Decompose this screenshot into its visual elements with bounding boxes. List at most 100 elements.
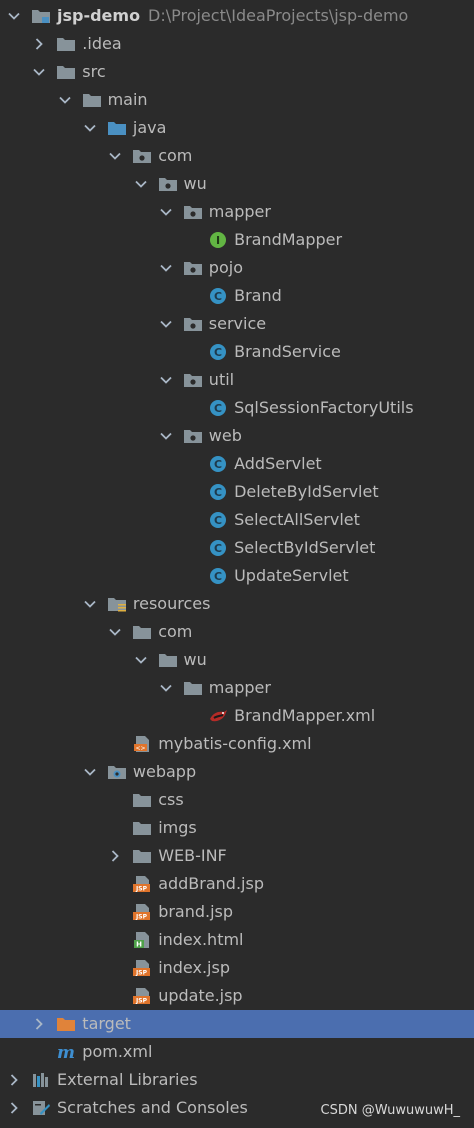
tree-row[interactable]: src [0, 58, 474, 86]
chevron-down-icon[interactable] [158, 674, 174, 702]
resources-folder-icon [107, 590, 127, 618]
chevron-down-icon[interactable] [158, 310, 174, 338]
svg-text:m: m [57, 1043, 75, 1061]
chevron-down-icon[interactable] [82, 114, 98, 142]
mybatis-bird-icon [208, 702, 228, 730]
package-icon [183, 422, 203, 450]
tree-item-label: BrandMapper.xml [234, 706, 376, 725]
chevron-down-icon[interactable] [82, 758, 98, 786]
folder-icon [132, 786, 152, 814]
tree-row[interactable]: mapper [0, 674, 474, 702]
scratches-icon [31, 1094, 51, 1122]
tree-row[interactable]: wu [0, 646, 474, 674]
tree-row[interactable]: WEB-INF [0, 842, 474, 870]
tree-row[interactable]: service [0, 310, 474, 338]
tree-item-label: SelectByIdServlet [234, 538, 376, 557]
tree-item-label: imgs [158, 818, 197, 837]
chevron-right-icon[interactable] [6, 1094, 22, 1122]
package-icon [183, 254, 203, 282]
chevron-right-icon[interactable] [6, 1066, 22, 1094]
package-icon [183, 310, 203, 338]
class-icon: C [208, 394, 228, 422]
tree-row[interactable]: target [0, 1010, 474, 1038]
tree-row[interactable]: util [0, 366, 474, 394]
chevron-right-icon[interactable] [107, 842, 123, 870]
module-folder-icon [31, 2, 51, 30]
svg-text:C: C [214, 290, 222, 303]
tree-row[interactable]: .idea [0, 30, 474, 58]
chevron-down-icon[interactable] [158, 422, 174, 450]
tree-row[interactable]: External Libraries [0, 1066, 474, 1094]
chevron-down-icon[interactable] [133, 170, 149, 198]
tree-item-label: BrandService [234, 342, 341, 361]
chevron-right-icon[interactable] [31, 30, 47, 58]
tree-row[interactable]: <> mybatis-config.xml [0, 730, 474, 758]
folder-icon [183, 674, 203, 702]
chevron-down-icon[interactable] [82, 590, 98, 618]
tree-row[interactable]: JSP addBrand.jsp [0, 870, 474, 898]
tree-row[interactable]: com [0, 142, 474, 170]
chevron-down-icon[interactable] [31, 58, 47, 86]
chevron-right-icon[interactable] [31, 1010, 47, 1038]
excluded-folder-icon [56, 1010, 76, 1038]
tree-item-label: mybatis-config.xml [158, 734, 312, 753]
tree-item-label: mapper [208, 202, 271, 221]
chevron-down-icon[interactable] [107, 142, 123, 170]
web-folder-icon [107, 758, 127, 786]
tree-row[interactable]: BrandMapper.xml [0, 702, 474, 730]
tree-item-label: brand.jsp [158, 902, 234, 921]
tree-row[interactable]: pojo [0, 254, 474, 282]
chevron-down-icon[interactable] [158, 198, 174, 226]
jsp-file-icon: JSP [132, 982, 152, 1010]
tree-item-label: addBrand.jsp [158, 874, 264, 893]
tree-row[interactable]: mapper [0, 198, 474, 226]
maven-icon: m [56, 1038, 76, 1066]
chevron-down-icon[interactable] [158, 366, 174, 394]
tree-item-label: AddServlet [234, 454, 322, 473]
tree-item-label: mapper [208, 678, 271, 697]
chevron-down-icon[interactable] [158, 254, 174, 282]
class-icon: C [208, 478, 228, 506]
tree-row[interactable]: JSP brand.jsp [0, 898, 474, 926]
folder-icon [82, 86, 102, 114]
tree-row[interactable]: main [0, 86, 474, 114]
tree-row[interactable]: wu [0, 170, 474, 198]
tree-row[interactable]: web [0, 422, 474, 450]
svg-text:<>: <> [136, 745, 146, 752]
svg-text:JSP: JSP [135, 914, 148, 921]
tree-item-label: pojo [208, 258, 243, 277]
tree-item-label: update.jsp [158, 986, 243, 1005]
chevron-down-icon[interactable] [107, 618, 123, 646]
tree-item-label: index.jsp [158, 958, 230, 977]
chevron-down-icon[interactable] [133, 646, 149, 674]
tree-row[interactable]: imgs [0, 814, 474, 842]
svg-text:JSP: JSP [135, 886, 148, 893]
tree-row[interactable]: webapp [0, 758, 474, 786]
chevron-down-icon[interactable] [57, 86, 73, 114]
tree-item-label: css [158, 790, 184, 809]
tree-row[interactable]: JSP update.jsp [0, 982, 474, 1010]
tree-row[interactable]: css [0, 786, 474, 814]
tree-item-label: com [158, 146, 193, 165]
chevron-down-icon[interactable] [6, 2, 22, 30]
tree-row[interactable]: com [0, 618, 474, 646]
tree-row[interactable]: java [0, 114, 474, 142]
html-file-icon: H [132, 926, 152, 954]
tree-row[interactable]: resources [0, 590, 474, 618]
tree-item-label: BrandMapper [234, 230, 343, 249]
tree-row[interactable]: Scratches and Consoles [0, 1094, 474, 1122]
folder-icon [132, 842, 152, 870]
